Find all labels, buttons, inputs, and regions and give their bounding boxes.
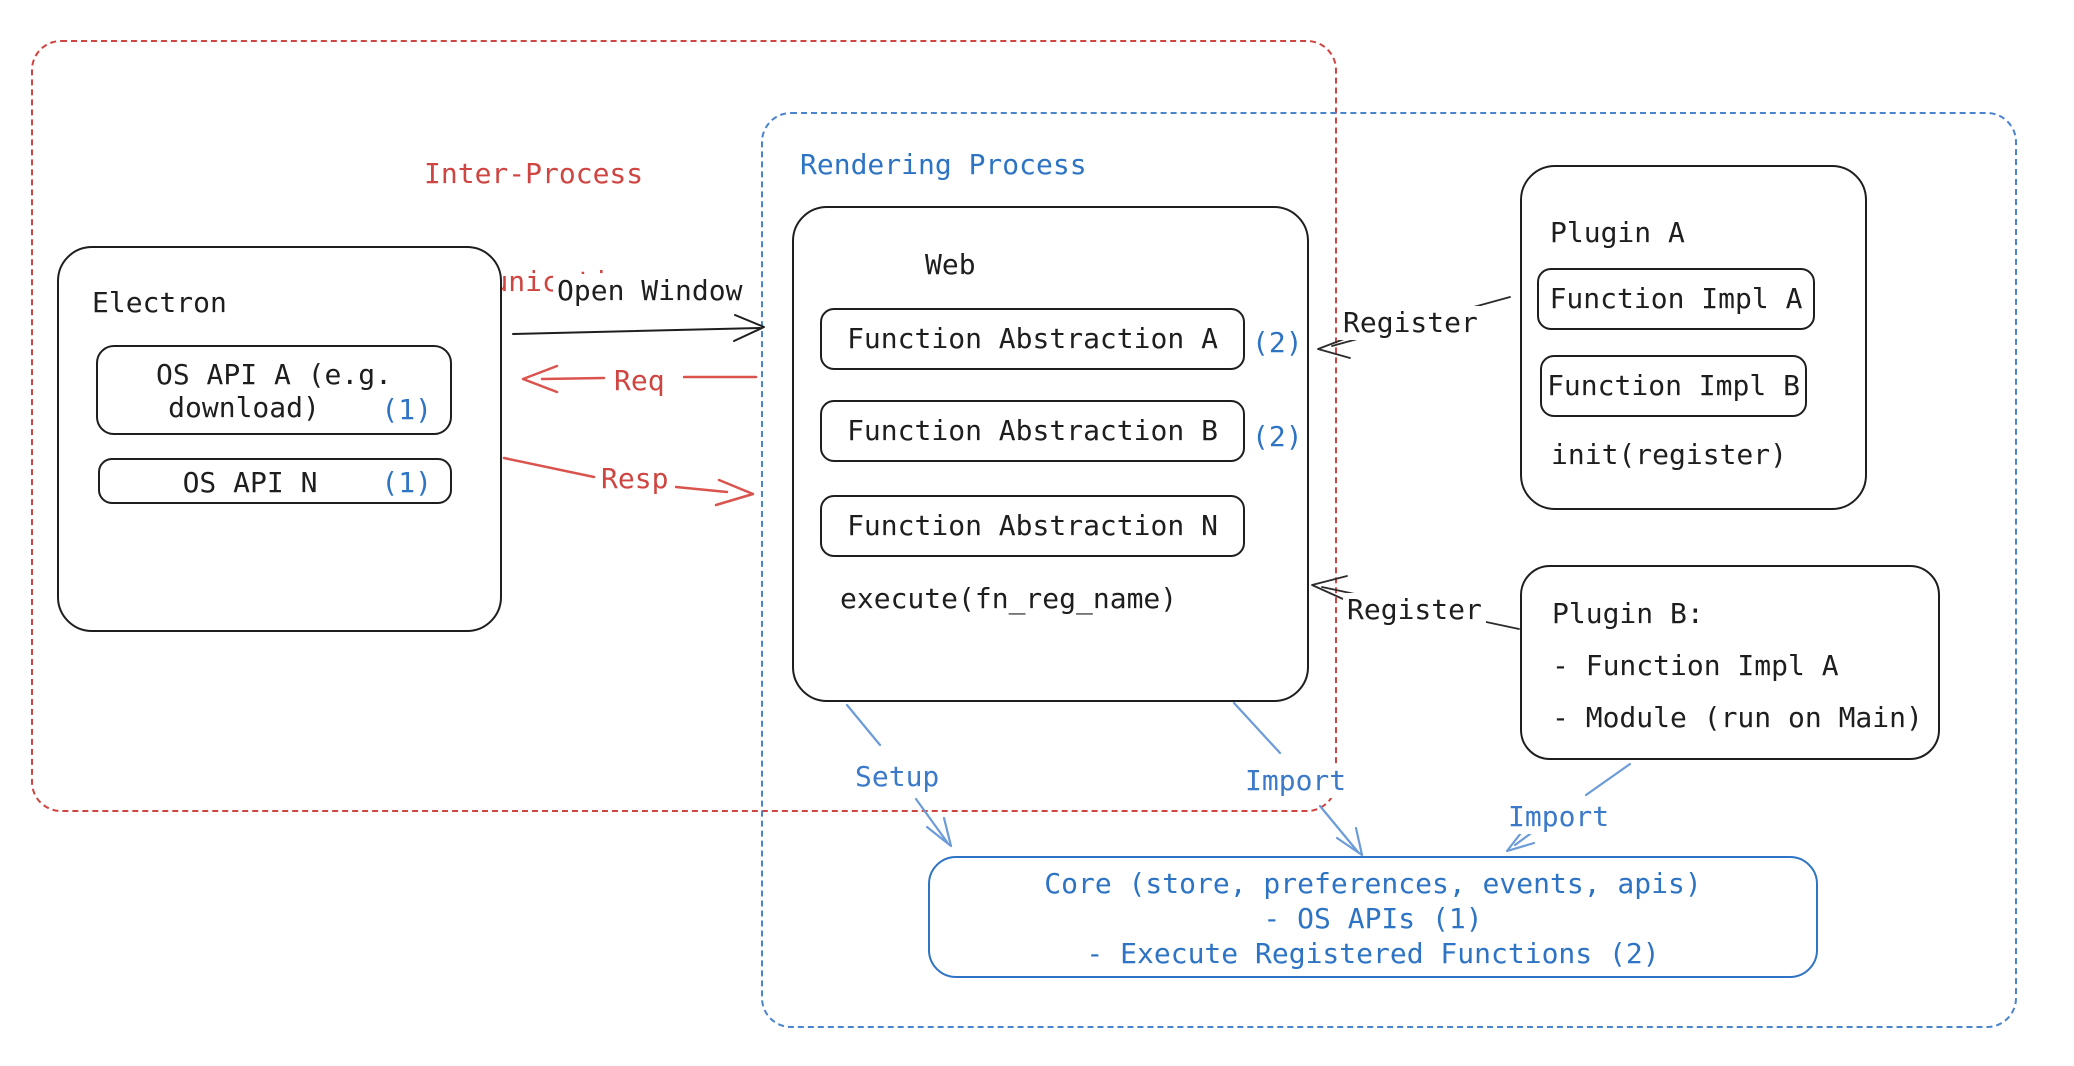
plugin-a-title: Plugin A [1550, 216, 1685, 249]
import-web-arrow [1232, 701, 1364, 857]
function-impl-b-label: Function Impl B [1547, 369, 1800, 402]
os-api-a-box: OS API A (e.g. download) (1) [96, 345, 452, 435]
core-box: Core (store, preferences, events, apis) … [928, 856, 1818, 978]
function-abstraction-b-label: Function Abstraction B [847, 414, 1218, 447]
function-abstraction-n-box: Function Abstraction N [820, 495, 1245, 557]
function-abstraction-n-label: Function Abstraction N [847, 509, 1218, 542]
plugin-b-item-2: - Module (run on Main) [1552, 701, 1923, 734]
core-line1: Core (store, preferences, events, apis) [1044, 867, 1702, 900]
function-impl-a-box: Function Impl A [1537, 268, 1815, 330]
function-impl-b-box: Function Impl B [1540, 355, 1807, 417]
os-api-n-label: OS API N [182, 466, 318, 499]
ipc-label-line1: Inter-Process [424, 157, 644, 190]
import-web-label: Import [1241, 764, 1351, 798]
resp-arrow [502, 456, 755, 507]
init-register-label: init(register) [1551, 438, 1788, 471]
function-impl-a-label: Function Impl A [1549, 282, 1803, 315]
plugin-b-item-1: - Function Impl A [1552, 649, 1839, 682]
open-window-label: Open Window [553, 274, 747, 308]
plugin-b-box: Plugin B: - Function Impl A - Module (ru… [1520, 565, 1940, 760]
os-api-n-badge: (1) [381, 466, 432, 499]
electron-title: Electron [92, 286, 227, 319]
rendering-process-label: Rendering Process [800, 148, 1087, 181]
ipc-boundary [31, 40, 1337, 812]
register-a-label: Register [1339, 306, 1482, 340]
function-abstraction-a-box: Function Abstraction A [820, 308, 1245, 370]
function-abstraction-b-box: Function Abstraction B [820, 400, 1245, 462]
setup-label: Setup [851, 760, 944, 794]
import-plugin-label: Import [1504, 800, 1614, 834]
os-api-a-line1: OS API A (e.g. [155, 358, 392, 391]
function-abstraction-a-badge: (2) [1252, 326, 1303, 359]
setup-arrow [845, 703, 953, 848]
req-label: Req [610, 364, 669, 398]
rendering-process-boundary [761, 112, 2017, 1028]
resp-label: Resp [597, 462, 673, 496]
register-b-label: Register [1343, 593, 1486, 627]
function-abstraction-b-badge: (2) [1252, 420, 1303, 453]
req-arrow [521, 364, 758, 394]
execute-label: execute(fn_reg_name) [840, 582, 1178, 615]
os-api-n-box: OS API N (1) [98, 458, 452, 504]
electron-box [57, 246, 502, 632]
plugin-b-title: Plugin B: [1552, 597, 1704, 630]
os-api-a-badge: (1) [381, 393, 432, 426]
function-abstraction-a-label: Function Abstraction A [847, 322, 1218, 355]
open-window-arrow [512, 314, 765, 342]
core-line2: - OS APIs (1) [1263, 902, 1483, 935]
plugin-a-box [1520, 165, 1867, 510]
core-line3: - Execute Registered Functions (2) [1086, 937, 1660, 970]
web-title: Web [925, 248, 976, 281]
os-api-a-line2: download) [168, 391, 320, 424]
